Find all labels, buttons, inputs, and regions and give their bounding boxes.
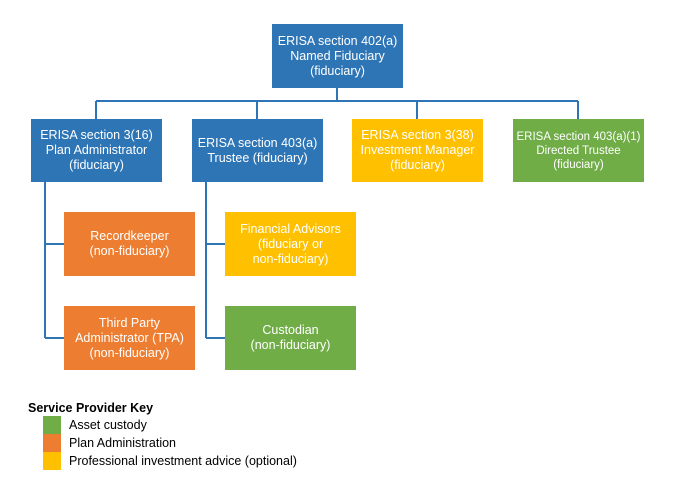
key-item: Plan Administration xyxy=(43,434,348,452)
box-line: (fiduciary) xyxy=(553,158,604,171)
key-item: Asset custody xyxy=(43,416,348,434)
box-line: non-fiduciary) xyxy=(252,251,329,266)
plan-administrator-box: ERISA section 3(16) Plan Administrator (… xyxy=(31,119,162,182)
key-label: Asset custody xyxy=(69,418,147,432)
named-fiduciary-box: ERISA section 402(a) Named Fiduciary (fi… xyxy=(272,24,403,88)
box-line: (non-fiduciary) xyxy=(89,244,170,258)
box-line: Directed Trustee xyxy=(536,144,621,157)
box-line: (fiduciary) xyxy=(390,158,445,172)
box-line: Administrator (TPA) xyxy=(75,330,184,345)
box-line: Named Fiduciary xyxy=(290,48,385,63)
investment-manager-box: ERISA section 3(38) Investment Manager (… xyxy=(352,119,483,182)
key-label: Plan Administration xyxy=(69,436,177,450)
box-line: (non-fiduciary) xyxy=(250,338,331,352)
service-provider-key: Service Provider Key Asset custody Plan … xyxy=(28,400,348,470)
directed-trustee-box: ERISA section 403(a)(1) Directed Trustee… xyxy=(513,119,644,182)
box-line: ERISA section 403(a) xyxy=(197,135,318,150)
box-line: (fiduciary) xyxy=(69,158,124,172)
recordkeeper-box: Recordkeeper (non-fiduciary) xyxy=(64,212,195,276)
box-line: (fiduciary or xyxy=(257,236,324,251)
custodian-box: Custodian (non-fiduciary) xyxy=(225,306,356,370)
box-line: Custodian xyxy=(262,323,319,337)
box-line: Third Party xyxy=(98,315,161,330)
box-line: (non-fiduciary) xyxy=(89,345,170,360)
box-line: ERISA section 403(a)(1) xyxy=(516,130,641,143)
key-title: Service Provider Key xyxy=(28,401,154,415)
box-line: Recordkeeper xyxy=(90,229,169,243)
trustee-box: ERISA section 403(a) Trustee (fiduciary) xyxy=(192,119,323,182)
box-line: Plan Administrator xyxy=(45,143,148,157)
box-line: ERISA section 3(16) xyxy=(40,128,153,142)
box-line: (fiduciary) xyxy=(310,63,365,78)
color-swatch xyxy=(43,452,61,470)
key-item: Professional investment advice (optional… xyxy=(43,452,348,470)
box-line: Financial Advisors xyxy=(240,221,341,236)
financial-advisors-box: Financial Advisors (fiduciary or non-fid… xyxy=(225,212,356,276)
color-swatch xyxy=(43,416,61,434)
box-line: Investment Manager xyxy=(360,143,475,157)
box-line: ERISA section 402(a) xyxy=(277,33,398,48)
third-party-administrator-box: Third Party Administrator (TPA) (non-fid… xyxy=(64,306,195,370)
key-label: Professional investment advice (optional… xyxy=(69,454,297,468)
color-swatch xyxy=(43,434,61,452)
box-line: Trustee (fiduciary) xyxy=(207,150,308,165)
box-line: ERISA section 3(38) xyxy=(361,128,474,142)
